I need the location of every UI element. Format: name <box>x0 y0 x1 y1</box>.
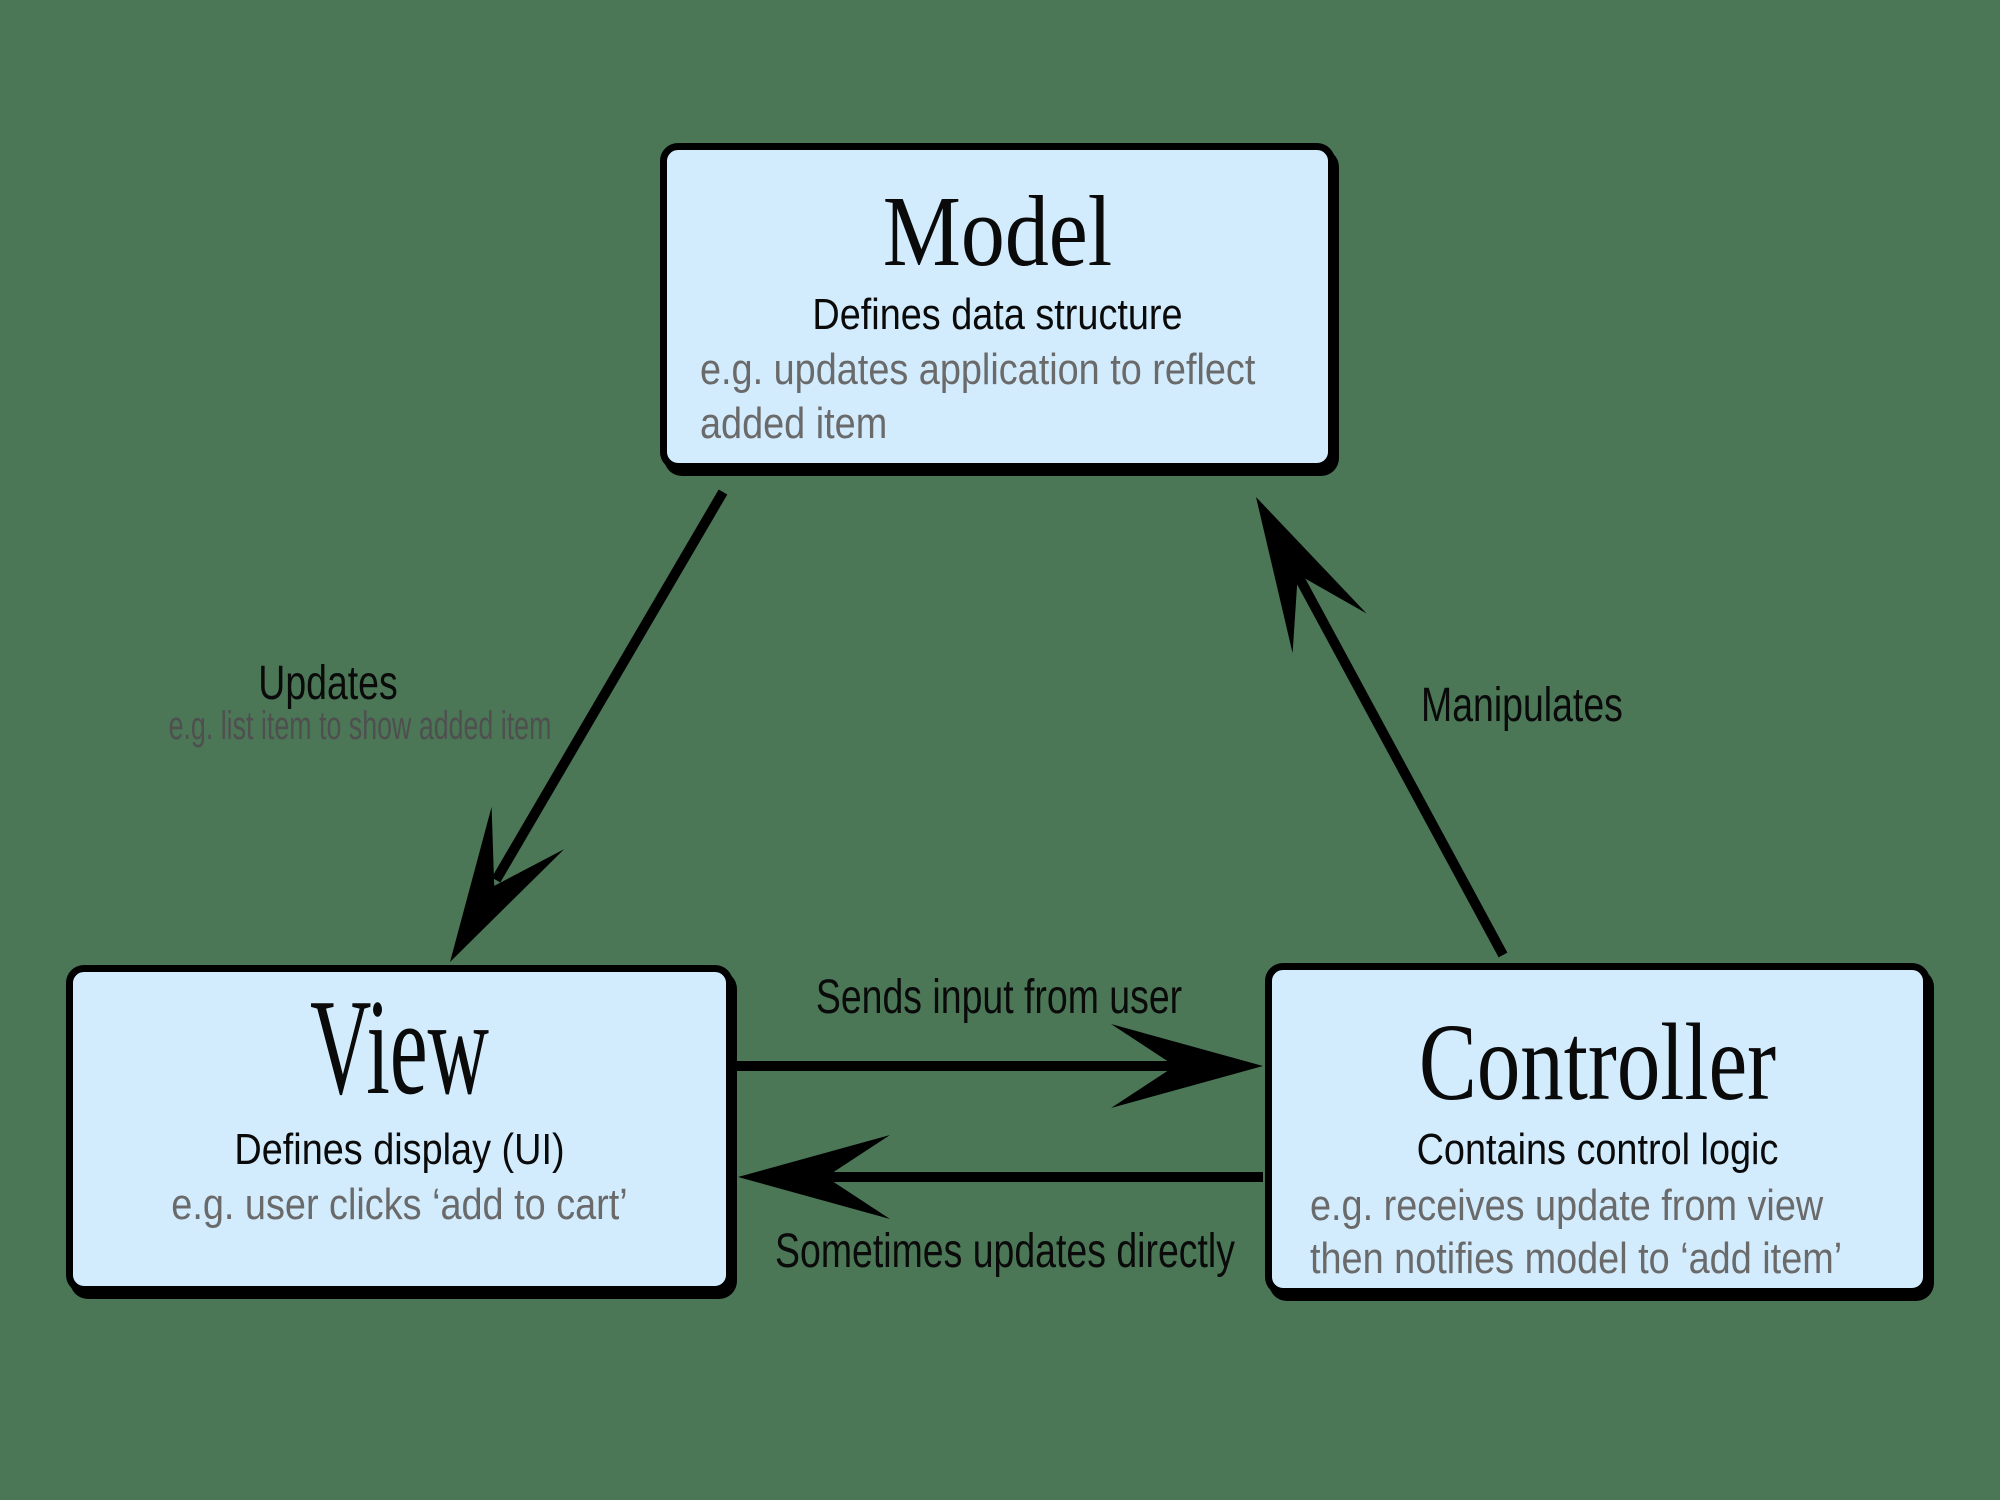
view-subtitle: Defines display (UI) <box>234 1124 565 1174</box>
view-box: View Defines display (UI) e.g. user clic… <box>66 965 733 1293</box>
arrow-model-to-view-shaft <box>491 489 728 883</box>
sometimes-updates-label: Sometimes updates directly <box>775 1225 1235 1278</box>
arrow-controller-to-model <box>1256 497 1508 958</box>
arrow-controller-to-view-head <box>738 1135 890 1219</box>
manipulates-label: Manipulates <box>1421 679 1623 732</box>
updates-sublabel: e.g. list item to show added item <box>168 704 552 748</box>
controller-subtitle: Contains control logic <box>1416 1125 1779 1175</box>
controller-box: Controller Contains control logic e.g. r… <box>1265 963 1930 1295</box>
arrow-controller-to-model-shaft <box>1290 567 1508 958</box>
arrow-controller-to-model-head <box>1256 497 1367 654</box>
arrow-controller-to-view <box>738 1135 1263 1219</box>
model-example-line2: added item <box>700 399 888 449</box>
controller-example: e.g. receives update from view then noti… <box>1272 1179 1923 1286</box>
model-example: e.g. updates application to reflect adde… <box>667 343 1328 450</box>
arrow-model-to-view-head <box>450 806 565 962</box>
sends-input-label: Sends input from user <box>815 971 1183 1024</box>
arrow-view-to-controller-head <box>1111 1024 1263 1108</box>
model-subtitle: Defines data structure <box>812 290 1183 340</box>
controller-title: Controller <box>1418 1001 1777 1123</box>
model-title: Model <box>882 175 1113 287</box>
controller-example-line2: then notifies model to ‘add item’ <box>1310 1234 1843 1284</box>
arrow-model-to-view <box>450 489 728 962</box>
view-example-line1: e.g. user clicks ‘add to cart’ <box>171 1180 628 1230</box>
model-box: Model Defines data structure e.g. update… <box>660 143 1335 470</box>
view-title: View <box>310 971 489 1123</box>
updates-label: Updates <box>258 657 398 710</box>
arrow-view-to-controller <box>735 1024 1263 1108</box>
view-example: e.g. user clicks ‘add to cart’ <box>73 1178 726 1232</box>
model-example-line1: e.g. updates application to reflect <box>700 345 1256 395</box>
controller-example-line1: e.g. receives update from view <box>1310 1180 1824 1230</box>
